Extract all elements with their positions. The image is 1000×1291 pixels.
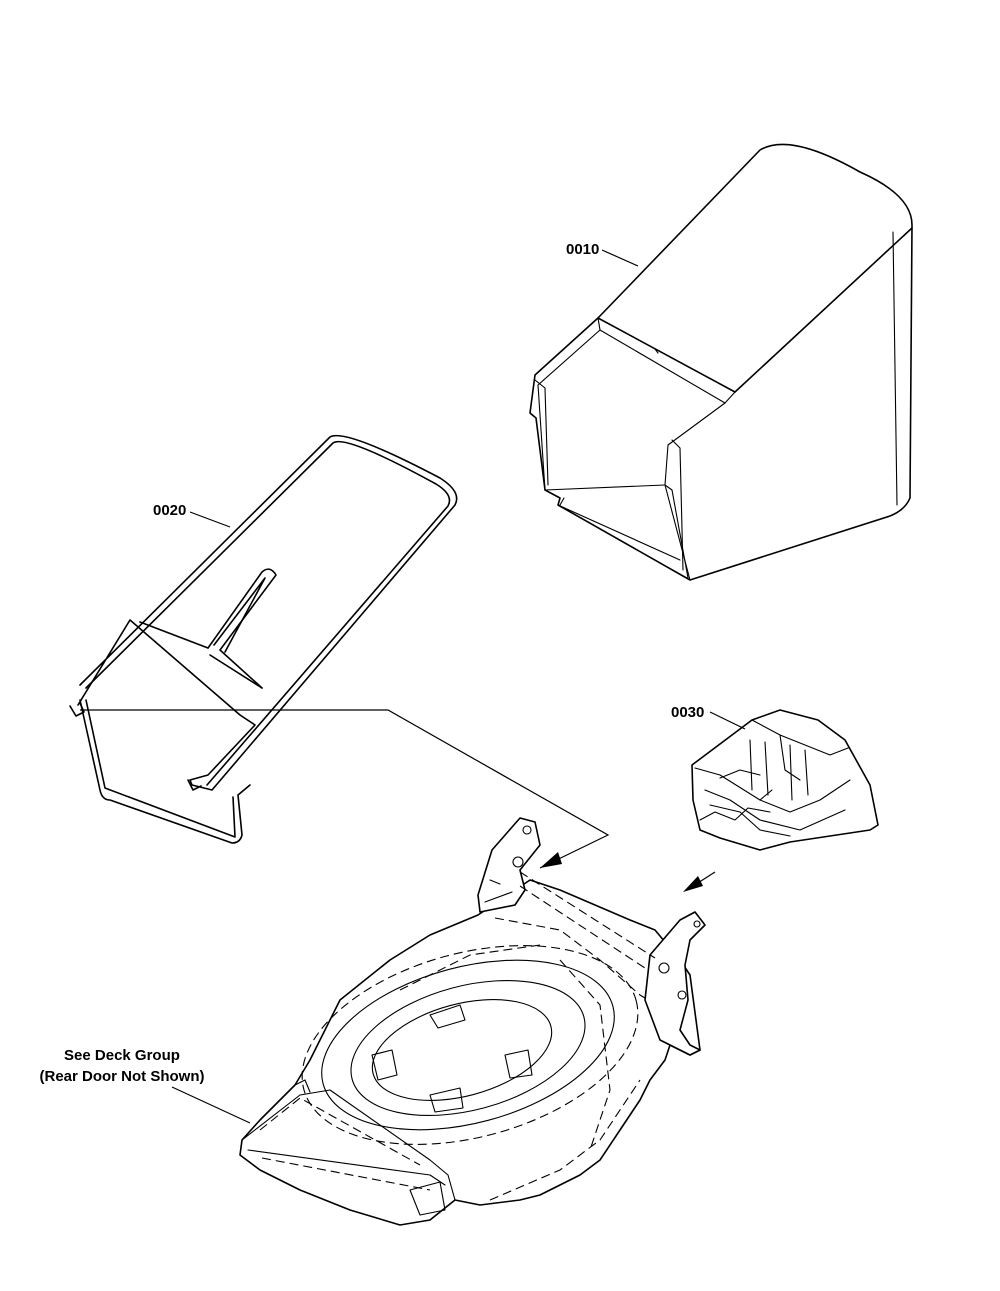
mower-deck [239,817,706,1226]
callout-0010: 0010 [566,241,599,258]
note-line-1: See Deck Group [64,1047,180,1064]
leader-0010 [601,249,639,267]
assembly-leader [80,709,610,869]
bag-frame [69,434,458,844]
note-leader [171,1086,251,1124]
leader-0030 [709,711,746,730]
callout-0020: 0020 [153,502,186,519]
arrow-icon [540,852,562,868]
arrow-icon [683,876,703,892]
grass-bag [529,143,913,581]
callout-0030: 0030 [671,704,704,721]
leader-0020 [189,511,231,528]
note-line-2: (Rear Door Not Shown) [40,1068,205,1085]
mulch-plug [691,709,879,851]
